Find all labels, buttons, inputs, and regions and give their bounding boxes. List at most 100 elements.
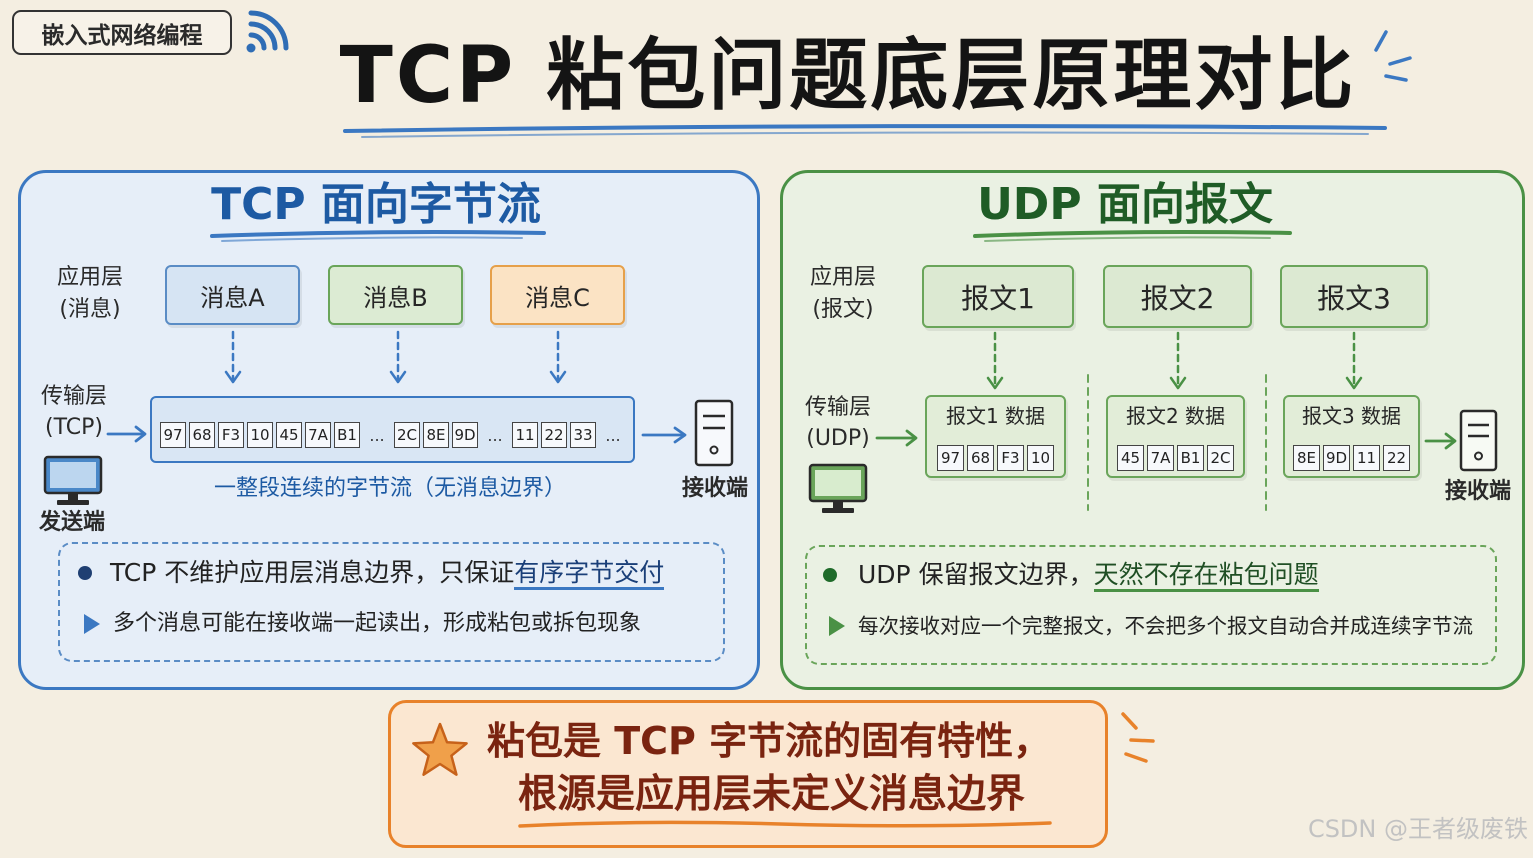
packet-title: 报文1 数据 [945,404,1046,428]
udp-note-point-lead: UDP 保留报文边界， [858,560,1094,589]
byte-cell: 22 [541,422,567,448]
monitor-screen [815,470,861,496]
byte-ellipsis: ... [369,425,385,445]
bullet-triangle-icon [84,614,100,634]
server-led [709,445,719,455]
monitor-base [57,500,89,505]
byte-cell: 7A [1147,445,1174,471]
tcp-note-point-lead: TCP 不维护应用层消息边界，只保证 [110,558,515,587]
stream-caption: 一整段连续的字节流（无消息边界） [213,476,566,501]
byte-cell: 68 [189,422,215,448]
byte-cell: F3 [997,445,1024,471]
tcp-app-layer-sub: (消息) [59,297,121,322]
byte-cell: 11 [1353,445,1380,471]
byte-cell: B1 [1177,445,1204,471]
tcp-note-point: TCP 不维护应用层消息边界，只保证有序字节交付 [110,556,665,590]
monitor-neck [833,501,843,508]
byte-cell: 9D [1323,445,1350,471]
tcp-transport-layer-label: 传输层 [40,384,107,409]
server-case [694,399,734,467]
byte-cell: 45 [276,422,302,448]
byte-ellipsis: ... [487,425,503,445]
byte-cell: F3 [218,422,244,448]
bullet-triangle-icon [829,616,845,636]
tcp-note-point-highlight: 有序字节交付 [514,558,665,590]
udp-receiver-label: 接收端 [1444,479,1511,504]
summary-line-2: 根源是应用层未定义消息边界 [518,772,1026,817]
udp-packet: 报文1 数据 97 68 F3 10 [925,395,1066,478]
byte-ellipsis: ... [605,425,621,445]
byte-cell: 22 [1383,445,1410,471]
byte-cell: 8E [1293,445,1320,471]
star-shape [412,722,468,776]
star-icon [412,722,468,776]
udp-packet: 报文3 数据 8E 9D 11 22 [1283,395,1420,478]
byte-cell: 97 [160,422,186,448]
monitor-base [822,508,854,513]
wifi-dot [246,43,256,53]
datagram-3-box: 报文3 [1280,265,1428,328]
spark-mark [1121,712,1138,730]
packet-bytes: 8E 9D 11 22 [1285,445,1418,471]
datagram-2-box: 报文2 [1103,265,1252,328]
monitor-icon [43,455,103,505]
byte-cell: 33 [570,422,596,448]
byte-cell: 7A [305,422,331,448]
udp-note-point: UDP 保留报文边界，天然不存在粘包问题 [858,558,1319,592]
udp-note-detail: 每次接收对应一个完整报文，不会把多个报文自动合并成连续字节流 [858,614,1473,638]
wifi-arc-outer [248,10,289,51]
monitor-neck [68,493,78,500]
byte-cell: 45 [1117,445,1144,471]
udp-note-box [805,545,1497,665]
tcp-sender-label: 发送端 [38,510,105,535]
byte-cell: 2C [1207,445,1234,471]
datagram-1-box: 报文1 [922,265,1074,328]
summary-line-1: 粘包是 TCP 字节流的固有特性， [487,719,1052,763]
tcp-heading: TCP 面向字节流 [211,179,541,230]
udp-packet: 报文2 数据 45 7A B1 2C [1106,395,1245,478]
message-a-box: 消息A [165,265,300,325]
spark-mark [1124,752,1148,763]
udp-app-layer-sub: (报文) [812,297,874,322]
wifi-arc-inner [248,32,267,51]
tcp-transport-layer-sub: (TCP) [45,415,103,440]
byte-cell: 10 [247,422,273,448]
title-underline-echo [361,131,1369,138]
byte-cell: 68 [967,445,994,471]
title-underline [343,124,1387,133]
packet-title: 报文2 数据 [1125,404,1226,428]
topic-badge: 嵌入式网络编程 [12,10,232,55]
server-case [1459,409,1498,472]
server-led [1474,451,1483,461]
byte-cell: 8E [423,422,449,448]
packet-bytes: 45 7A B1 2C [1108,445,1243,471]
udp-heading: UDP 面向报文 [977,179,1273,230]
server-icon [1459,409,1498,472]
packet-title: 报文3 数据 [1301,404,1402,428]
message-c-box: 消息C [490,265,625,325]
monitor-icon [808,463,868,513]
tcp-byte-stream: 97 68 F3 10 45 7A B1 ... 2C 8E 9D ... 11… [150,396,635,463]
tcp-app-layer-label: 应用层 [56,265,123,290]
tcp-receiver-label: 接收端 [681,476,748,501]
watermark: CSDN @王者级废铁 [1307,815,1528,843]
tcp-note-detail: 多个消息可能在接收端一起读出，形成粘包或拆包现象 [113,611,642,636]
page-title: TCP 粘包问题底层原理对比 [339,31,1357,121]
byte-cell: 10 [1027,445,1054,471]
udp-transport-layer-sub: (UDP) [806,426,870,451]
byte-cell: B1 [334,422,360,448]
wifi-arc-middle [248,21,278,51]
wifi-icon [246,10,289,53]
udp-app-layer-label: 应用层 [809,265,876,290]
monitor-screen [50,462,96,488]
server-icon [694,399,734,467]
byte-stream-row: 97 68 F3 10 45 7A B1 ... 2C 8E 9D ... 11… [160,422,627,448]
udp-transport-layer-label: 传输层 [804,395,871,420]
bullet-dot [823,568,837,582]
message-b-box: 消息B [328,265,463,325]
byte-cell: 97 [937,445,964,471]
byte-cell: 9D [452,422,478,448]
udp-note-point-highlight: 天然不存在粘包问题 [1093,560,1319,592]
byte-cell: 2C [394,422,420,448]
bullet-dot [78,566,92,580]
